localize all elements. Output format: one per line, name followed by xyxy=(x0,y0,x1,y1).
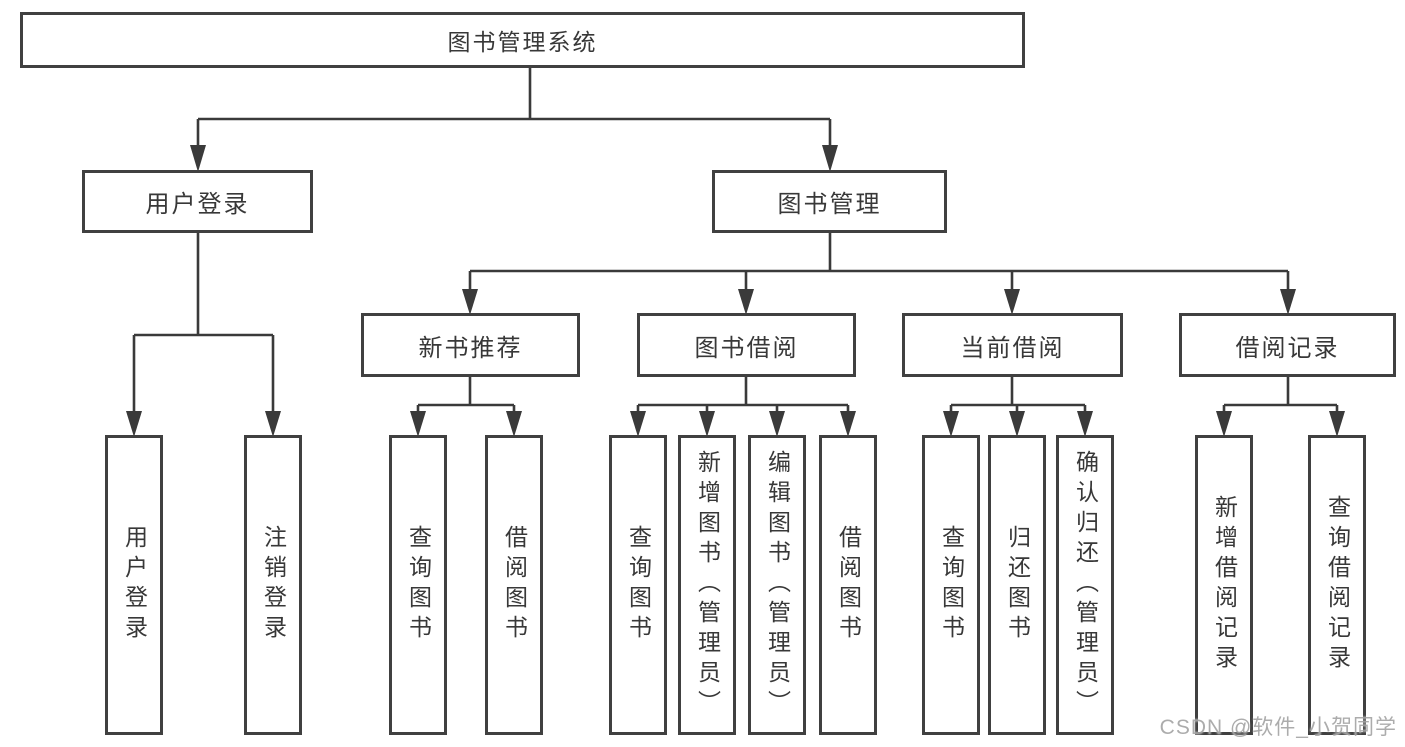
leaf-add-book-admin: 新增图书（管理员） xyxy=(678,435,736,735)
node-borrowing-records: 借阅记录 xyxy=(1179,313,1396,377)
leaf-borrow-books-recommend: 借阅图书 xyxy=(485,435,543,735)
leaf-edit-book-admin: 编辑图书（管理员） xyxy=(748,435,806,735)
csdn-watermark: CSDN @软件_小贺同学 xyxy=(1159,716,1397,739)
node-library-management-system: 图书管理系统 xyxy=(20,12,1025,68)
leaf-user-login: 用户登录 xyxy=(105,435,163,735)
leaf-return-books: 归还图书 xyxy=(988,435,1046,735)
node-book-management: 图书管理 xyxy=(712,170,947,233)
leaf-confirm-return-admin: 确认归还（管理员） xyxy=(1056,435,1114,735)
node-user-login: 用户登录 xyxy=(82,170,313,233)
arrowheads xyxy=(126,145,1345,437)
leaf-logout: 注销登录 xyxy=(244,435,302,735)
leaf-borrow-books-borrowing: 借阅图书 xyxy=(819,435,877,735)
leaf-query-books-recommend: 查询图书 xyxy=(389,435,447,735)
leaf-add-borrow-record: 新增借阅记录 xyxy=(1195,435,1253,735)
leaf-query-borrow-record: 查询借阅记录 xyxy=(1308,435,1366,735)
node-book-borrowing: 图书借阅 xyxy=(637,313,856,377)
connector-paths xyxy=(132,68,1339,412)
leaf-query-books-current: 查询图书 xyxy=(922,435,980,735)
node-current-borrowing: 当前借阅 xyxy=(902,313,1123,377)
leaf-query-books-borrowing: 查询图书 xyxy=(609,435,667,735)
node-new-book-recommendation: 新书推荐 xyxy=(361,313,580,377)
